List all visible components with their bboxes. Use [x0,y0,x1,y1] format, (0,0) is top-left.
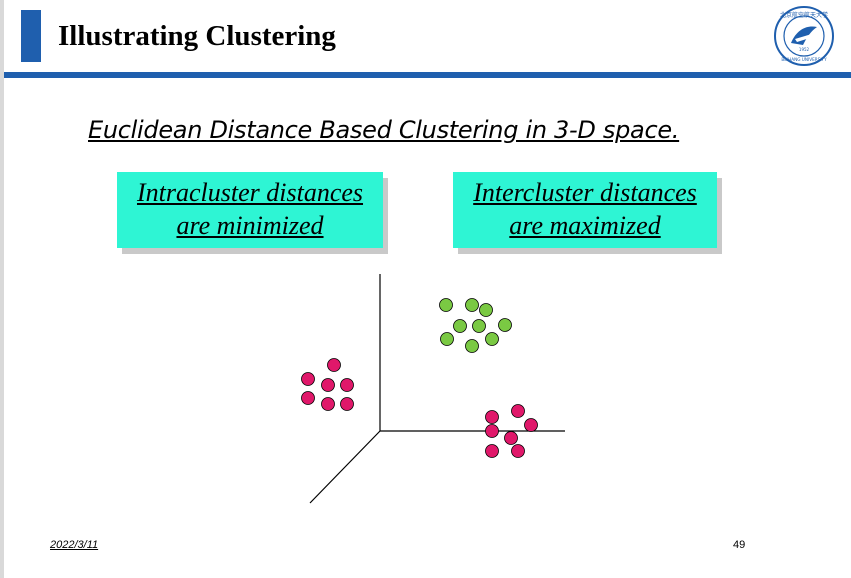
logo-year: 1952 [799,47,810,52]
title-rule [4,72,851,78]
cluster-2-point-5 [485,444,499,458]
cluster-1-point-0 [327,358,341,372]
cluster-2-point-3 [485,424,499,438]
slide-left-edge [0,0,4,578]
cluster-1-point-4 [301,391,315,405]
cluster-1-point-1 [301,372,315,386]
callout-intracluster-line1: Intracluster distances [136,178,364,207]
cluster-0-point-5 [498,318,512,332]
slide-title: Illustrating Clustering [58,20,336,52]
footer-date: 2022/3/11 [50,539,99,551]
cluster-2-point-6 [511,444,525,458]
cluster-0-point-8 [485,332,499,346]
callout-intercluster-line2: are maximized [509,211,661,240]
cluster-0-point-2 [479,303,493,317]
footer-page-number: 49 [733,539,746,551]
callout-intracluster: Intracluster distances are minimized [117,172,383,248]
cluster-1-point-2 [321,378,335,392]
cluster-0-point-7 [465,339,479,353]
callout-intercluster-line1: Intercluster distances [473,178,697,207]
cluster-1-point-6 [340,397,354,411]
cluster-points [301,298,538,458]
cluster-2-point-1 [511,404,525,418]
logo-text-top: 北京航空航天大学 [780,11,828,19]
cluster-2-point-4 [504,431,518,445]
cluster-1-point-5 [321,397,335,411]
cluster-0-point-6 [440,332,454,346]
axis-depth [309,430,381,504]
cluster-0-point-3 [453,319,467,333]
university-logo: 北京航空航天大学 1952 BEIHANG UNIVERSITY [774,6,834,66]
logo-text-bottom: BEIHANG UNIVERSITY [781,57,827,62]
cluster-0-point-1 [465,298,479,312]
title-accent-bar [21,10,41,62]
cluster-0-point-4 [472,319,486,333]
cluster-2-point-0 [485,410,499,424]
callout-intracluster-line2: are minimized [176,211,324,240]
slide-subtitle: Euclidean Distance Based Clustering in 3… [88,116,680,144]
callout-intercluster: Intercluster distances are maximized [453,172,717,248]
cluster-0-point-0 [439,298,453,312]
cluster-2-point-2 [524,418,538,432]
cluster-1-point-3 [340,378,354,392]
